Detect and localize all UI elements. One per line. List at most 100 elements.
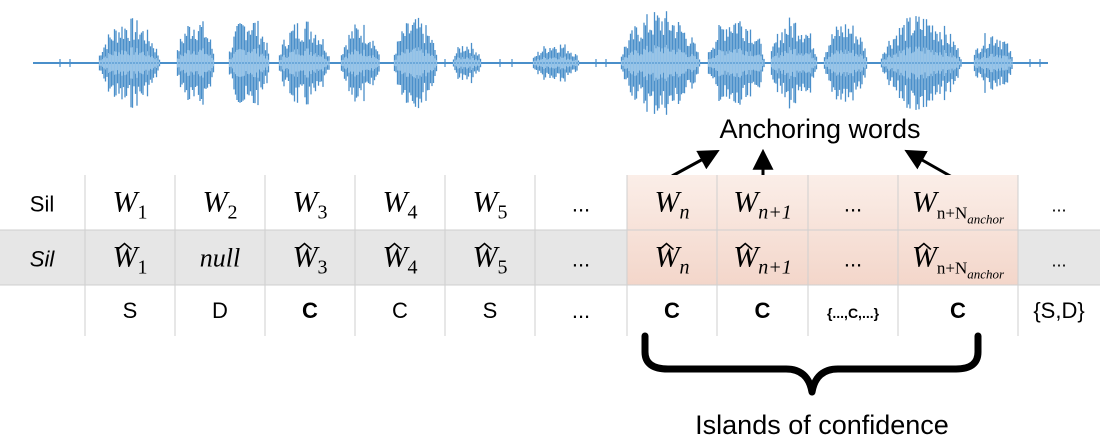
arrow-wnanchor xyxy=(904,149,953,179)
table-cell: Wn+Nanchor xyxy=(912,241,1005,282)
word-index: 1 xyxy=(138,202,148,224)
anchoring-arrows xyxy=(671,148,953,179)
cell-text: ... xyxy=(844,192,862,217)
word-symbol: W xyxy=(113,186,141,219)
word-index: n+N xyxy=(937,259,967,278)
word-symbol: W xyxy=(473,186,501,219)
table-cell: D xyxy=(212,298,228,323)
cell-text: Sil xyxy=(30,247,56,272)
word-index: n+1 xyxy=(758,202,792,224)
table-cell: {...,C,...} xyxy=(827,305,880,321)
hat-accent xyxy=(116,242,133,251)
table-cell: Wn xyxy=(655,186,690,224)
math-label: W5 xyxy=(473,186,508,224)
table-cell: C xyxy=(755,298,771,323)
word-index: n xyxy=(680,202,690,224)
cell-text: ... xyxy=(572,298,590,323)
table-cell: {S,D} xyxy=(1033,298,1084,323)
table-cell: W4 xyxy=(383,241,418,279)
math-label: Wn xyxy=(655,186,690,224)
table-cell: ... xyxy=(844,247,862,272)
table-cell: ... xyxy=(1051,251,1066,271)
word-index: 4 xyxy=(408,202,418,224)
word-index: 3 xyxy=(318,257,328,279)
anchor-subscript: anchor xyxy=(967,212,1005,227)
table-cell: Wn+Nanchor xyxy=(912,186,1005,227)
table-cell: Wn+1 xyxy=(733,186,792,224)
math-label: W3 xyxy=(293,186,328,224)
hat-accent xyxy=(386,242,403,251)
cell-text: S xyxy=(483,298,498,323)
hat-accent xyxy=(737,242,753,251)
cell-text: C xyxy=(755,298,771,323)
cell-text: C xyxy=(302,298,318,323)
table-cell: W1 xyxy=(113,186,148,224)
table-cell: Sil xyxy=(30,192,54,217)
math-label: W1 xyxy=(113,186,148,224)
cell-text: {S,D} xyxy=(1033,298,1084,323)
table-cell: C xyxy=(664,298,680,323)
hat-accent xyxy=(916,242,932,251)
math-label: Wn+1 xyxy=(733,186,792,224)
word-index: n+N xyxy=(937,204,967,223)
hat-accent xyxy=(476,242,493,251)
math-label: W2 xyxy=(203,186,238,224)
word-index: 4 xyxy=(408,257,418,279)
cell-text: D xyxy=(212,298,228,323)
table-cell: Wn+1 xyxy=(733,241,792,279)
word-symbol: W xyxy=(912,186,940,219)
anchor-subscript: anchor xyxy=(967,267,1005,282)
table-cell: W5 xyxy=(473,241,508,279)
table-cell: C xyxy=(302,298,318,323)
cell-text: ... xyxy=(844,247,862,272)
word-symbol: W xyxy=(293,186,321,219)
cell-text: ... xyxy=(1051,196,1066,216)
table-cell: S xyxy=(123,298,138,323)
table-cell: ... xyxy=(844,192,862,217)
table-cell: W2 xyxy=(203,186,238,224)
table-cell: S xyxy=(483,298,498,323)
cell-text: C xyxy=(664,298,680,323)
cell-text: {...,C,...} xyxy=(827,305,880,321)
word-symbol: W xyxy=(733,186,761,219)
cell-text: ... xyxy=(572,192,590,217)
table-cell: C xyxy=(392,298,408,323)
table-cell: W1 xyxy=(113,241,148,279)
cell-text: ... xyxy=(1051,251,1066,271)
table-cell: ... xyxy=(1051,196,1066,216)
arrow-wn xyxy=(671,149,720,178)
table-cell: W3 xyxy=(293,186,328,224)
word-index: 5 xyxy=(498,202,508,224)
anchoring-words-label: Anchoring words xyxy=(719,114,920,144)
word-symbol: W xyxy=(203,186,231,219)
word-index: 5 xyxy=(498,257,508,279)
math-label: Wn+Nanchor xyxy=(912,186,1005,227)
word-index: 3 xyxy=(318,202,328,224)
word-index: 1 xyxy=(138,257,148,279)
math-label: W4 xyxy=(383,186,418,224)
cell-text: S xyxy=(123,298,138,323)
word-index: n xyxy=(680,257,690,279)
table-cell: ... xyxy=(572,247,590,272)
word-symbol: W xyxy=(655,186,683,219)
islands-brace xyxy=(641,332,982,396)
word-index: n+1 xyxy=(758,257,792,279)
table-cell: ... xyxy=(572,298,590,323)
cell-text: null xyxy=(200,244,240,273)
table-cell: Sil xyxy=(30,247,56,272)
islands-of-confidence-label: Islands of confidence xyxy=(695,410,949,440)
table-cell: ... xyxy=(572,192,590,217)
audio-waveform xyxy=(33,11,1048,115)
cell-text: C xyxy=(392,298,408,323)
table-cell: W3 xyxy=(293,241,328,279)
table-cell: null xyxy=(200,244,240,273)
table-cell: W5 xyxy=(473,186,508,224)
cell-text: Sil xyxy=(30,192,54,217)
hat-accent xyxy=(296,242,313,251)
hat-accent xyxy=(658,242,675,251)
